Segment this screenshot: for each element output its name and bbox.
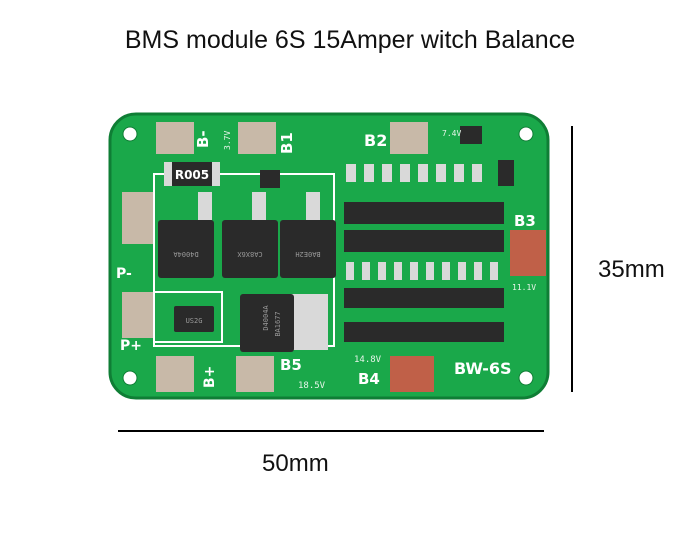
label-11-1v: 11.1V xyxy=(512,283,536,292)
pad-p-plus xyxy=(122,292,154,338)
diode xyxy=(174,306,214,332)
svg-text:US2G: US2G xyxy=(186,317,203,325)
label-b3: B3 xyxy=(514,212,536,230)
pad-b3 xyxy=(510,230,546,276)
page-title: BMS module 6S 15Amper witch Balance xyxy=(124,26,576,54)
label-7-4v: 7.4V xyxy=(442,129,461,138)
pad-b-minus xyxy=(156,122,194,154)
pad-b-plus xyxy=(156,356,194,392)
pad-b1 xyxy=(238,122,276,154)
shunt-resistor xyxy=(164,162,220,186)
label-18-5v: 18.5V xyxy=(298,381,326,391)
svg-text:BA1677: BA1677 xyxy=(274,311,282,336)
height-dimension-line xyxy=(571,126,573,392)
small-ic xyxy=(498,160,514,186)
bms-board-photo: R005 D4004A CA8X6X BA0E2H D4004A BA1677 … xyxy=(108,112,550,400)
label-b1: B1 xyxy=(278,132,296,154)
label-b-minus: B- xyxy=(194,130,212,148)
mount-hole xyxy=(518,370,534,386)
mosfet-2: CA8X6X xyxy=(222,192,278,278)
label-p-plus: P+ xyxy=(120,338,142,354)
label-3-7v: 3.7V xyxy=(223,131,232,150)
label-b-plus: B+ xyxy=(202,366,218,388)
height-dimension-label: 35mm xyxy=(598,256,665,283)
silk-outline xyxy=(153,291,223,343)
mount-hole xyxy=(122,370,138,386)
label-b2: B2 xyxy=(364,131,387,150)
small-ic xyxy=(260,170,280,188)
label-model: BW-6S xyxy=(454,359,512,378)
pad-b4 xyxy=(390,356,434,392)
pad-b2 xyxy=(390,122,428,154)
svg-text:D4004A: D4004A xyxy=(262,305,270,331)
label-14-8v: 14.8V xyxy=(354,355,382,365)
smd-component-rows xyxy=(346,164,498,280)
label-p-minus: P- xyxy=(116,266,132,282)
balance-ic-array xyxy=(344,202,504,342)
pad-b5 xyxy=(236,356,274,392)
small-ic xyxy=(460,126,482,144)
mount-hole xyxy=(518,126,534,142)
resistor-marking: R005 xyxy=(175,168,209,182)
svg-text:BA0E2H: BA0E2H xyxy=(295,250,320,258)
width-dimension-line xyxy=(118,430,544,432)
mount-hole xyxy=(122,126,138,142)
mosfet-4: D4004A BA1677 xyxy=(240,294,328,352)
mosfet-3: BA0E2H xyxy=(280,192,336,278)
width-dimension-label: 50mm xyxy=(262,450,329,477)
svg-text:CA8X6X: CA8X6X xyxy=(237,250,263,258)
label-b4: B4 xyxy=(358,370,380,388)
label-b5: B5 xyxy=(280,356,302,374)
mosfet-1: D4004A xyxy=(158,192,214,278)
pad-p-minus xyxy=(122,192,154,244)
svg-text:D4004A: D4004A xyxy=(173,250,199,258)
